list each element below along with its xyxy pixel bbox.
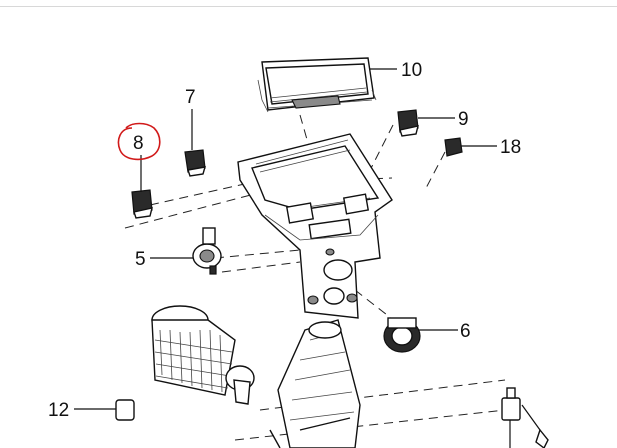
part-9-switch xyxy=(397,109,419,137)
lower-column xyxy=(269,319,361,448)
callout-12: 12 xyxy=(48,400,69,421)
part-10-display xyxy=(257,57,377,113)
callout-10: 10 xyxy=(401,60,422,81)
callout-5: 5 xyxy=(135,249,146,270)
part-7-switch xyxy=(184,149,206,177)
leader-lines xyxy=(74,68,497,410)
part-12-air-filter xyxy=(115,305,255,421)
callout-9: 9 xyxy=(458,109,469,130)
part-8-switch xyxy=(131,189,153,219)
bottom-right-connector xyxy=(501,387,549,448)
console-bezel xyxy=(237,133,393,319)
part-6-round-switch xyxy=(383,317,421,353)
highlight-circle-mark xyxy=(117,122,161,161)
callout-7: 7 xyxy=(185,87,196,108)
top-divider xyxy=(0,6,617,7)
callout-18: 18 xyxy=(500,137,521,158)
part-5-ignition xyxy=(192,227,222,275)
callout-8: 8 xyxy=(133,133,144,154)
callout-6: 6 xyxy=(460,321,471,342)
callout-labels: 10 7 9 8 18 5 6 12 xyxy=(48,60,521,421)
part-18-switch xyxy=(444,137,463,157)
